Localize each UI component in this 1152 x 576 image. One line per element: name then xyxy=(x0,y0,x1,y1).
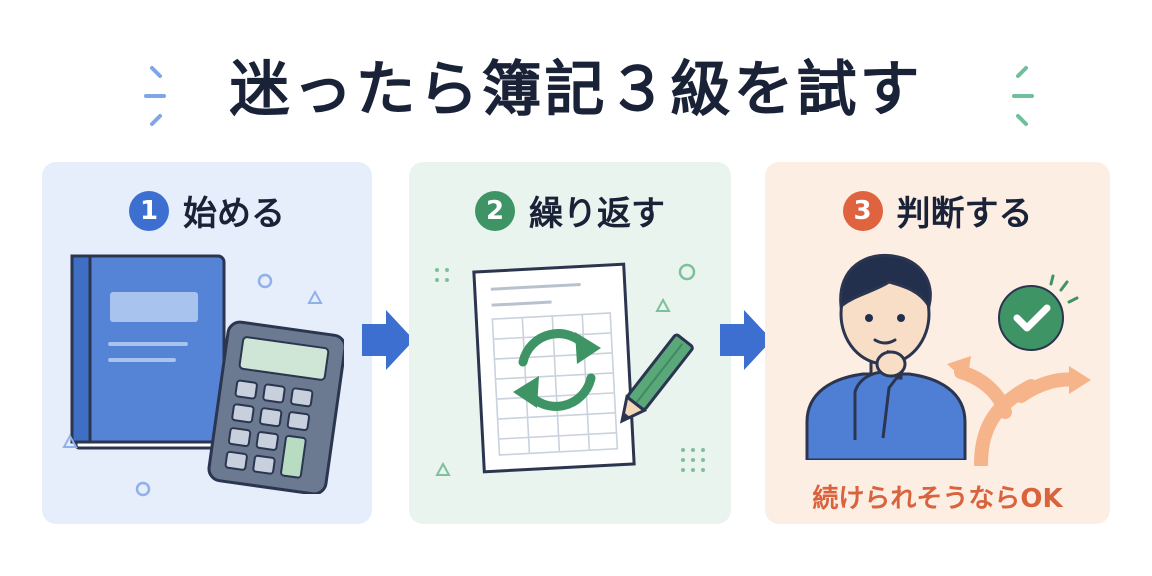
sparkle-right-icon xyxy=(1012,66,1034,126)
step-panel-3: 3 判断する 続けられそうならOK xyxy=(765,162,1110,524)
pencil-icon xyxy=(619,333,694,424)
page-title: 迷ったら簿記３級を試す xyxy=(229,55,923,125)
worksheet-icon xyxy=(472,262,636,474)
arrow-right-icon xyxy=(362,310,414,370)
step-heading-1: 1 始める xyxy=(42,186,372,235)
circle-deco-icon xyxy=(135,481,151,497)
triangle-deco-icon xyxy=(655,298,671,312)
step-label-3: 判断する xyxy=(896,194,1033,234)
thinking-person-icon xyxy=(805,253,967,460)
step-heading-3: 3 判断する xyxy=(765,186,1110,235)
branch-arrow-icon xyxy=(947,356,1091,466)
triangle-deco-icon xyxy=(435,462,451,476)
step-panel-2: 2 繰り返す xyxy=(409,162,731,524)
arrow-right-icon xyxy=(720,310,772,370)
step-number-2: 2 xyxy=(475,190,515,231)
step-label-2: 繰り返す xyxy=(529,194,665,234)
dots-deco-icon xyxy=(435,268,449,282)
step-heading-2: 2 繰り返す xyxy=(409,186,731,235)
step-number-3: 3 xyxy=(842,190,883,231)
circle-deco-icon xyxy=(678,263,696,281)
step-panel-1: 1 始める xyxy=(42,162,372,524)
repeat-icon xyxy=(513,329,601,411)
triangle-deco-icon xyxy=(307,290,323,304)
book-icon xyxy=(70,254,228,450)
check-icon xyxy=(998,274,1079,351)
step-number-1: 1 xyxy=(129,190,169,231)
circle-deco-icon xyxy=(257,273,273,289)
sparkle-left-icon xyxy=(144,66,166,126)
calculator-icon xyxy=(207,320,344,494)
step-caption-3: 続けられそうならOK xyxy=(812,484,1063,514)
step-label-1: 始める xyxy=(183,194,285,234)
triangle-deco-icon xyxy=(62,434,78,448)
dots-deco-icon xyxy=(681,448,705,472)
